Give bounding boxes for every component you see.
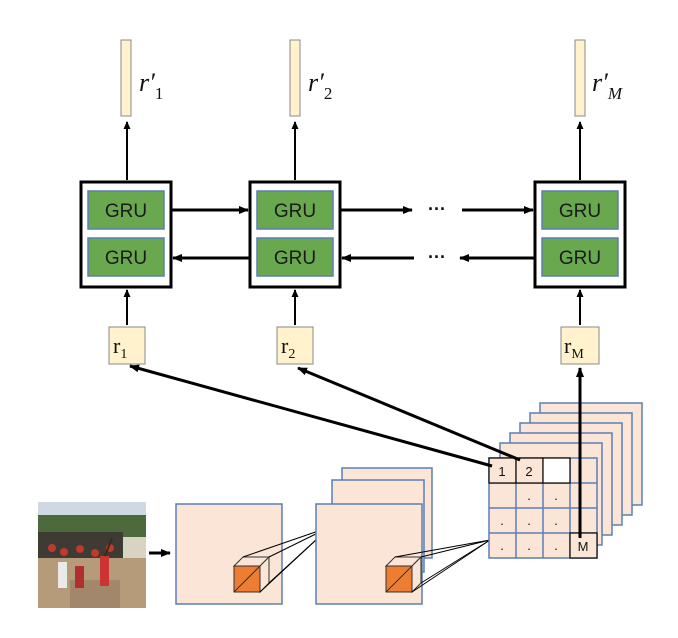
output-label-m: r′M bbox=[592, 68, 623, 103]
arrow-cell2-to-input2 bbox=[297, 366, 521, 462]
grid-dot: . bbox=[527, 488, 531, 503]
feature-map-1 bbox=[175, 503, 283, 605]
backward-ellipsis: ··· bbox=[428, 247, 446, 267]
grid-cell-m-label: M bbox=[578, 539, 589, 554]
output-vector-1 bbox=[120, 39, 132, 117]
gru-cell-m: GRU GRU bbox=[533, 180, 627, 289]
grid-cell-2-label: 2 bbox=[525, 464, 532, 479]
input-2-sub: 2 bbox=[288, 347, 295, 362]
conv-filter-2 bbox=[384, 555, 423, 594]
output-label-2: r′2 bbox=[308, 68, 332, 103]
grid-dot: . bbox=[500, 538, 504, 553]
gru-backward-m bbox=[541, 237, 619, 277]
projection-lines-2 bbox=[394, 539, 491, 593]
gru-forward-1-label: GRU bbox=[105, 201, 147, 222]
input-2-base: r bbox=[281, 333, 289, 358]
arrow-cell1-to-input1 bbox=[129, 364, 493, 468]
input-m-sub: M bbox=[571, 347, 584, 362]
input-1-sub: 1 bbox=[120, 347, 127, 362]
grid-dot: . bbox=[554, 513, 558, 528]
gru-forward-2 bbox=[256, 190, 334, 230]
input-1-base: r bbox=[113, 333, 121, 358]
grid-dot: . bbox=[500, 513, 504, 528]
forward-ellipsis: ··· bbox=[428, 199, 446, 219]
grid-cell-3 bbox=[542, 457, 571, 484]
grid-cell-2 bbox=[515, 457, 544, 484]
grid-cell-1-label: 1 bbox=[498, 464, 505, 479]
gru-forward-m-label: GRU bbox=[559, 201, 601, 222]
feature-map-2-stack bbox=[315, 467, 433, 605]
grid-dot: . bbox=[554, 488, 558, 503]
gru-forward-2-label: GRU bbox=[274, 201, 316, 222]
svg-text:r1: r1 bbox=[113, 333, 127, 362]
output-vector-m bbox=[574, 39, 586, 117]
grid-dot: . bbox=[527, 538, 531, 553]
grid-dot: . bbox=[554, 538, 558, 553]
grid-cell-m bbox=[569, 532, 598, 559]
svg-text:r2: r2 bbox=[281, 333, 295, 362]
gru-cell-2: GRU GRU bbox=[248, 180, 342, 289]
gru-forward-1 bbox=[87, 190, 165, 230]
gru-backward-1 bbox=[87, 237, 165, 277]
gru-backward-m-label: GRU bbox=[559, 248, 601, 269]
input-box-1: r1 bbox=[108, 326, 146, 365]
gru-cell-1: GRU GRU bbox=[79, 180, 173, 289]
input-box-2: r2 bbox=[276, 326, 314, 365]
input-m-base: r bbox=[564, 333, 572, 358]
gru-forward-m bbox=[541, 190, 619, 230]
grid-dot: . bbox=[527, 513, 531, 528]
output-label-1: r′1 bbox=[139, 68, 163, 103]
input-box-m: rM bbox=[560, 326, 600, 365]
conv-filter-1 bbox=[232, 555, 271, 594]
svg-text:rM: rM bbox=[564, 333, 584, 362]
gru-backward-2 bbox=[256, 237, 334, 277]
baseball-photo-icon bbox=[38, 502, 146, 608]
gru-backward-1-label: GRU bbox=[105, 248, 147, 269]
gru-backward-2-label: GRU bbox=[274, 248, 316, 269]
output-vector-2 bbox=[289, 39, 301, 117]
